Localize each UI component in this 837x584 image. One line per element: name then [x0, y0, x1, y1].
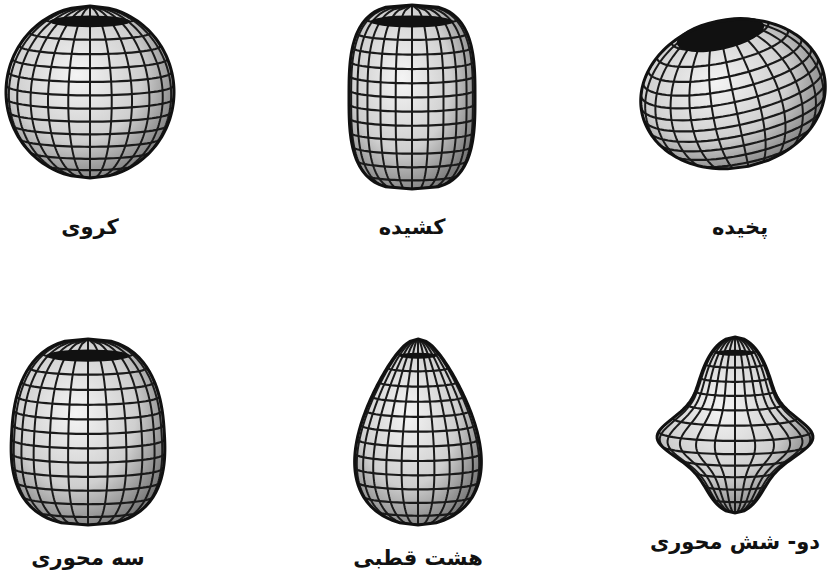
meridian-line — [386, 339, 418, 525]
meridian-line — [88, 339, 155, 525]
pole-cap — [674, 10, 768, 58]
meridian-line — [68, 339, 88, 526]
meridian-line — [90, 6, 149, 178]
meridian-line — [14, 339, 88, 525]
meridian-line — [373, 339, 418, 525]
meridian-line — [50, 339, 88, 525]
meridian-line — [735, 337, 813, 513]
meridian-line — [396, 5, 412, 190]
meridian-line — [48, 6, 90, 178]
meridian-line — [9, 6, 90, 178]
meridian-line — [418, 339, 473, 525]
shape-outline — [627, 2, 837, 185]
meridian-line — [402, 339, 418, 525]
meridian-line — [90, 6, 132, 178]
meridian-line — [668, 337, 735, 513]
shape-outline — [6, 6, 174, 178]
meridian-line — [357, 5, 412, 189]
meridian-line — [418, 339, 450, 525]
meridian-line — [88, 339, 126, 525]
meridian-line — [88, 339, 142, 525]
meridian-line — [660, 337, 735, 513]
meridian-line — [90, 6, 171, 178]
meridian-line — [68, 6, 90, 178]
meridian-line — [88, 339, 108, 526]
meridian-line — [696, 337, 735, 513]
meridian-line — [680, 337, 735, 513]
oblate-shape — [626, 0, 837, 190]
spherical-shape — [6, 6, 174, 178]
shape-outline — [349, 5, 475, 189]
meridian-line — [411, 5, 413, 190]
shape-body — [355, 339, 482, 525]
meridian-line — [88, 339, 162, 525]
meridian-line — [89, 6, 91, 178]
meridian-line — [87, 339, 89, 526]
prolate-shape — [349, 5, 475, 190]
meridian-line — [412, 5, 428, 190]
meridian-line — [417, 339, 419, 525]
shape-label: سه محوری — [31, 546, 144, 570]
shape-body — [6, 6, 174, 178]
shape-label: کشیده — [379, 215, 446, 239]
shape-outline — [11, 339, 165, 525]
octupole-shape — [355, 339, 482, 525]
meridian-line — [734, 337, 736, 513]
meridian-line — [412, 5, 467, 189]
pole-cap — [46, 350, 130, 362]
pole-cap — [715, 350, 755, 356]
shape-label: هشت قطبی — [353, 546, 483, 570]
shape-label: کروی — [61, 215, 119, 239]
shape-outline — [657, 337, 813, 513]
meridian-line — [412, 5, 444, 189]
meridian-line — [657, 337, 735, 513]
meridian-line — [21, 339, 88, 525]
pole-cap — [50, 16, 131, 28]
meridian-line — [6, 6, 90, 178]
meridian-line — [367, 5, 412, 189]
meridian-line — [363, 339, 418, 525]
meridian-line — [351, 5, 412, 189]
pole-cap — [370, 15, 453, 27]
shape-label: پخیده — [712, 215, 768, 239]
meridian-line — [412, 5, 457, 189]
meridian-line — [34, 339, 88, 525]
triaxial-shape — [11, 339, 165, 526]
shape-body — [349, 5, 475, 189]
shape-body — [11, 339, 165, 525]
meridian-line — [735, 337, 810, 513]
meridian-line — [412, 5, 473, 189]
meridian-line — [31, 6, 90, 178]
meridian-line — [735, 337, 802, 513]
pole-cap — [399, 353, 436, 359]
shape-outline — [355, 339, 482, 525]
meridian-line — [381, 5, 413, 189]
meridian-line — [90, 6, 112, 178]
meridian-line — [715, 337, 735, 513]
shape-body — [627, 2, 837, 185]
shape-label: دو- شش محوری — [650, 530, 820, 554]
meridian-line — [418, 339, 463, 525]
meridian-line — [90, 6, 174, 178]
shape-body — [657, 337, 813, 513]
hexadecapole-shape — [657, 337, 813, 513]
